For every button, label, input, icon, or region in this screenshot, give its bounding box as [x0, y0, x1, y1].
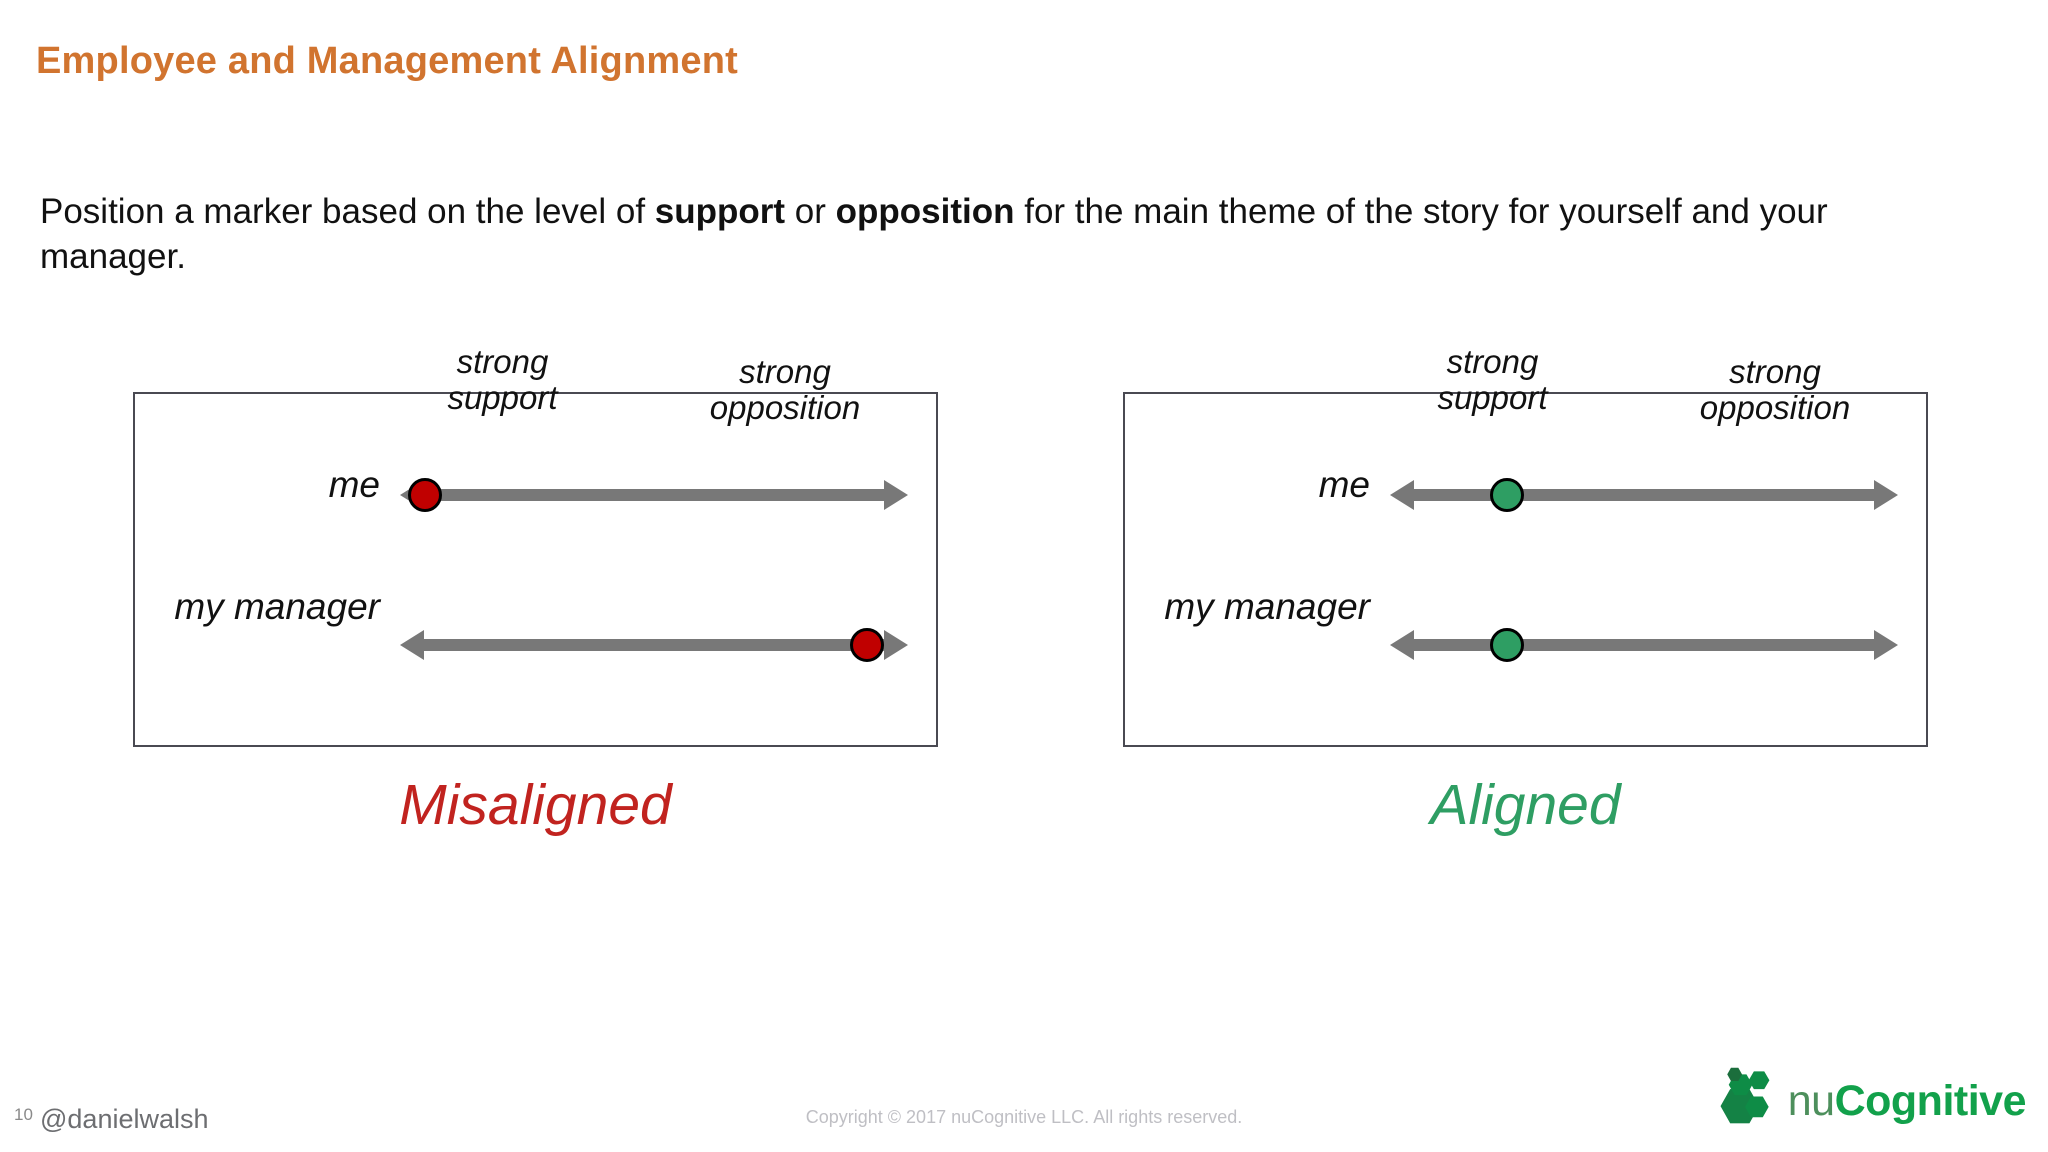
- scale-row-my-manager: my manager: [1125, 587, 1926, 694]
- instruction-paragraph: Position a marker based on the level of …: [40, 190, 1940, 280]
- scale-row-me: me strong support strong opposition: [1125, 343, 1926, 544]
- row-label-my-manager: my manager: [174, 586, 380, 627]
- author-handle: @danielwalsh: [40, 1104, 209, 1134]
- arrow-head-right-icon: [884, 630, 908, 660]
- verdict-label-aligned: Aligned: [1430, 773, 1621, 837]
- scale-bar: [1410, 489, 1878, 501]
- nucognitive-logo: nuCognitive: [1708, 1064, 2027, 1138]
- instruction-suffix: for the main theme of the story for your…: [40, 192, 1828, 276]
- scale-bar: [1410, 639, 1878, 651]
- arrow-head-right-icon: [884, 480, 908, 510]
- row-label-me: me: [1318, 464, 1370, 505]
- logo-text-nu: nu: [1787, 1076, 1835, 1125]
- position-marker-me[interactable]: [408, 478, 443, 512]
- caption-strong-support: strong support: [447, 343, 558, 417]
- position-marker-me[interactable]: [1489, 478, 1524, 512]
- diagram-panel-misaligned: me strong support strong opposition my m…: [133, 343, 938, 747]
- scale-row-me: me strong support strong opposition: [135, 343, 936, 544]
- instruction-bold-opposition: opposition: [835, 192, 1015, 231]
- instruction-mid: or: [785, 192, 836, 231]
- logo-text-cognitive: Cognitive: [1834, 1076, 2027, 1125]
- scale-row-my-manager: my manager: [135, 587, 936, 694]
- row-label-my-manager: my manager: [1164, 586, 1370, 627]
- logo-wordmark: nuCognitive: [1787, 1076, 2027, 1125]
- slide-number: 10: [14, 1105, 33, 1124]
- arrow-head-right-icon: [1874, 630, 1898, 660]
- diagram-panel-aligned: me strong support strong opposition my m…: [1123, 343, 1928, 747]
- scale-track-me[interactable]: [400, 478, 908, 512]
- copyright-notice: Copyright © 2017 nuCognitive LLC. All ri…: [805, 1107, 1243, 1127]
- row-label-me: me: [328, 464, 380, 505]
- instruction-prefix: Position a marker based on the level of: [40, 192, 655, 231]
- scale-bar: [420, 639, 888, 651]
- caption-strong-opposition: strong opposition: [1699, 353, 1851, 427]
- hexagon-cluster-icon: [1720, 1067, 1770, 1124]
- scale-bar: [420, 489, 888, 501]
- position-marker-my-manager[interactable]: [850, 628, 885, 662]
- scale-track-me[interactable]: [1390, 478, 1898, 512]
- instruction-bold-support: support: [654, 192, 786, 231]
- scale-track-my-manager[interactable]: [400, 628, 908, 662]
- arrow-head-right-icon: [1874, 480, 1898, 510]
- page-title: Employee and Management Alignment: [36, 40, 738, 82]
- position-marker-my-manager[interactable]: [1489, 628, 1524, 662]
- caption-strong-opposition: strong opposition: [709, 353, 861, 427]
- scale-track-my-manager[interactable]: [1390, 628, 1898, 662]
- verdict-label-misaligned: Misaligned: [399, 773, 672, 837]
- caption-strong-support: strong support: [1437, 343, 1548, 417]
